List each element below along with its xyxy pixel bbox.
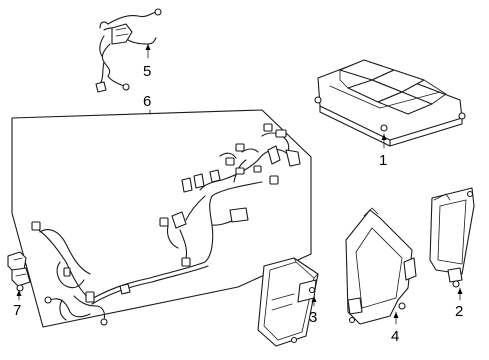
callout-6: 6 [143, 93, 151, 115]
callout-label-3: 3 [309, 309, 317, 326]
bracket-icon [345, 207, 417, 325]
callout-label-2: 2 [455, 303, 463, 320]
bracket-icon [429, 187, 475, 288]
control-module-icon [314, 59, 466, 147]
callout-3: 3 [309, 295, 317, 326]
callout-1: 1 [379, 133, 387, 169]
callout-label-6: 6 [143, 93, 151, 110]
callout-4: 4 [391, 311, 399, 345]
callout-5: 5 [143, 43, 151, 80]
callout-2: 2 [455, 287, 463, 320]
wire-harness-icon [31, 123, 301, 326]
callout-label-1: 1 [379, 152, 387, 169]
clip-icon [7, 251, 31, 292]
callout-7: 7 [13, 289, 22, 319]
module-icon [257, 257, 319, 347]
callout-label-4: 4 [391, 328, 399, 345]
callout-label-7: 7 [13, 302, 21, 319]
cable-icon [95, 8, 162, 93]
callout-label-5: 5 [143, 63, 151, 80]
